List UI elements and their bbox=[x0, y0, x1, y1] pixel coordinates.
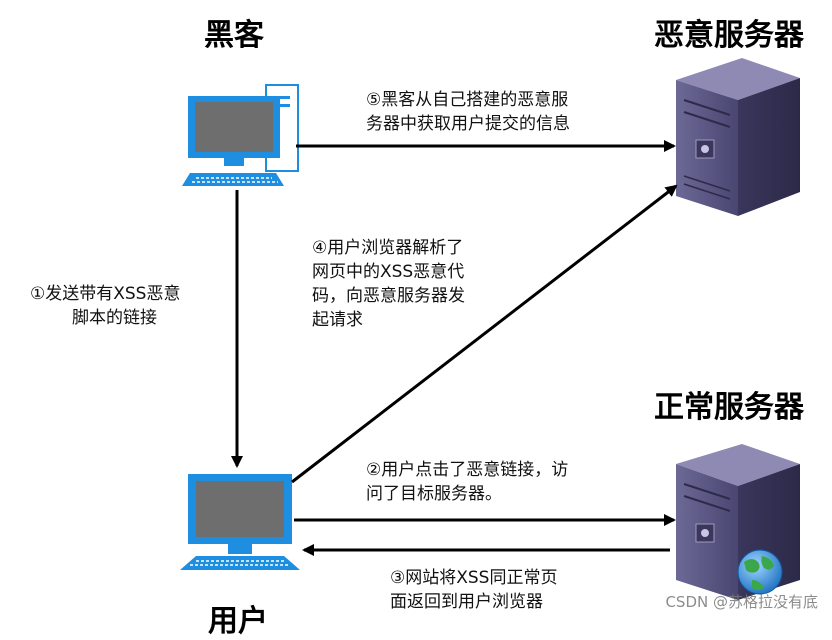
normal-server-title: 正常服务器 bbox=[654, 390, 804, 425]
watermark: CSDN @苏格拉没有底 bbox=[665, 593, 818, 611]
step5-line1: ⑤黑客从自己搭建的恶意服 bbox=[366, 90, 569, 110]
step3-line2: 面返回到用户浏览器 bbox=[390, 592, 543, 612]
malicious-server-icon bbox=[676, 58, 800, 216]
step4-label: ④用户浏览器解析了 网页中的XSS恶意代 码，向恶意服务器发 起请求 bbox=[312, 236, 465, 332]
step4-line3: 码，向恶意服务器发 bbox=[312, 286, 465, 306]
step4-line2: 网页中的XSS恶意代 bbox=[312, 262, 465, 282]
step3-label: ③网站将XSS同正常页 面返回到用户浏览器 bbox=[390, 566, 557, 614]
step1-label: ①发送带有XSS恶意 脚本的链接 bbox=[30, 282, 180, 330]
step1-line2: 脚本的链接 bbox=[72, 308, 157, 328]
step2-line2: 问了目标服务器。 bbox=[366, 484, 502, 504]
diagram-canvas bbox=[180, 58, 800, 600]
step5-line2: 务器中获取用户提交的信息 bbox=[366, 114, 570, 134]
malicious-server-title: 恶意服务器 bbox=[654, 18, 804, 53]
step5-label: ⑤黑客从自己搭建的恶意服 务器中获取用户提交的信息 bbox=[366, 88, 570, 136]
step3-line1: ③网站将XSS同正常页 bbox=[390, 568, 558, 588]
user-computer-icon bbox=[180, 474, 300, 570]
arrow-step4 bbox=[291, 184, 678, 484]
step4-line4: 起请求 bbox=[312, 310, 363, 330]
globe-icon bbox=[737, 549, 783, 595]
step2-line1: ②用户点击了恶意链接，访 bbox=[366, 460, 569, 480]
step1-line1: ①发送带有XSS恶意 bbox=[30, 284, 181, 304]
xss-diagram: 黑客 恶意服务器 正常服务器 用户 ⑤黑客从自己搭建的恶意服 务器中获取用户提交… bbox=[30, 18, 818, 639]
step2-label: ②用户点击了恶意链接，访 问了目标服务器。 bbox=[366, 458, 568, 506]
user-title: 用户 bbox=[208, 604, 268, 639]
hacker-title: 黑客 bbox=[204, 18, 264, 53]
step4-line1: ④用户浏览器解析了 bbox=[312, 238, 464, 258]
hacker-computer-icon bbox=[182, 84, 299, 186]
